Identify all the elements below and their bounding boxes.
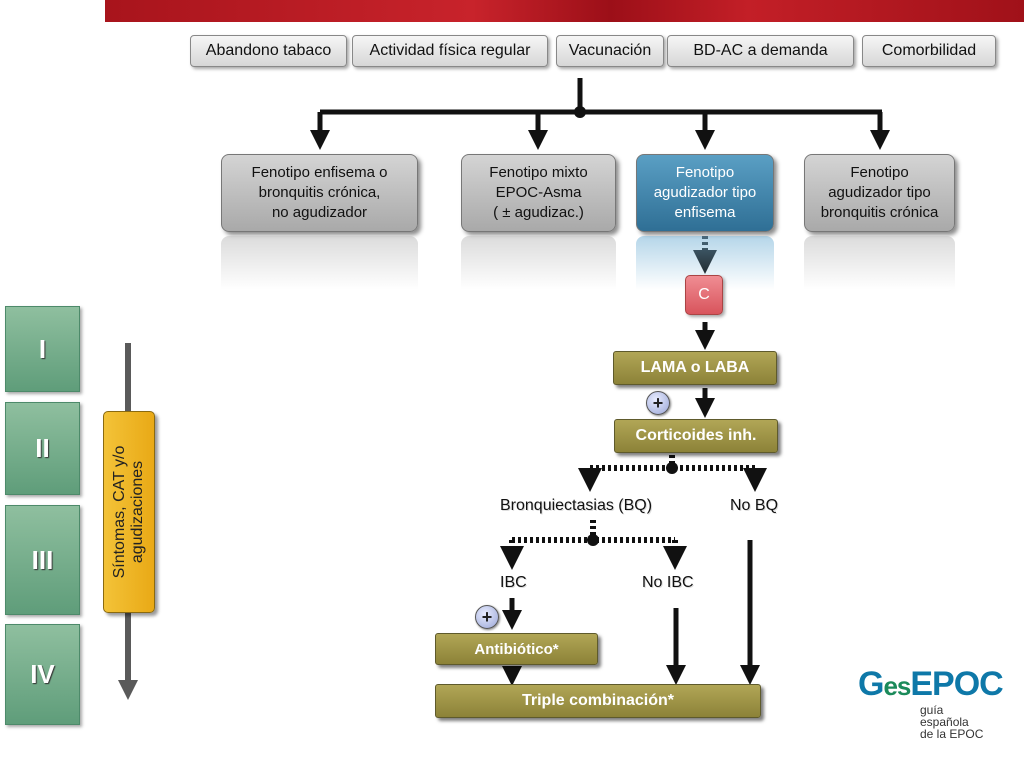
sintomas-box: Síntomas, CAT y/o agudizaciones	[103, 411, 155, 613]
gesepoc-logo: GesEPOC guía española de la EPOC	[858, 665, 1004, 741]
ibc-label: IBC	[500, 574, 527, 591]
bd-ac-demanda-button[interactable]: BD-AC a demanda	[667, 35, 854, 67]
bronquiectasias-label: Bronquiectasias (BQ)	[500, 497, 653, 514]
phenotype-mixto-epoc-asma[interactable]: Fenotipo mixto EPOC-Asma ( ± agudizac.)	[461, 154, 616, 232]
vacunacion-button[interactable]: Vacunación	[556, 35, 664, 67]
no-ibc-label: No IBC	[642, 574, 694, 591]
phenotype-reflection	[804, 236, 955, 290]
stage-i[interactable]: I	[5, 306, 80, 392]
phenotype-reflection	[461, 236, 616, 290]
phenotype-agudizador-bronquitis[interactable]: Fenotipo agudizador tipo bronquitis crón…	[804, 154, 955, 232]
stage-iv[interactable]: IV	[5, 624, 80, 725]
actividad-fisica-button[interactable]: Actividad física regular	[352, 35, 548, 67]
stage-ii[interactable]: II	[5, 402, 80, 495]
plus-icon: +	[646, 391, 670, 415]
sintomas-label: Síntomas, CAT y/o agudizaciones	[111, 445, 146, 579]
stage-iii[interactable]: III	[5, 505, 80, 615]
top-banner	[105, 0, 1024, 22]
corticoides-box[interactable]: Corticoides inh.	[614, 419, 778, 453]
phenotype-agudizador-enfisema[interactable]: Fenotipo agudizador tipo enfisema	[636, 154, 774, 232]
logo-subtitle: guía española de la EPOC	[920, 703, 984, 741]
comorbilidad-button[interactable]: Comorbilidad	[862, 35, 996, 67]
phenotype-reflection	[221, 236, 418, 290]
phenotype-enfisema-no-agudizador[interactable]: Fenotipo enfisema o bronquitis crónica, …	[221, 154, 418, 232]
antibiotico-box[interactable]: Antibiótico*	[435, 633, 598, 665]
triple-combinacion-box[interactable]: Triple combinación*	[435, 684, 761, 718]
lama-laba-box[interactable]: LAMA o LABA	[613, 351, 777, 385]
no-bq-label: No BQ	[730, 497, 779, 514]
category-c-box[interactable]: C	[685, 275, 723, 315]
abandono-tabaco-button[interactable]: Abandono tabaco	[190, 35, 347, 67]
plus-icon: +	[475, 605, 499, 629]
